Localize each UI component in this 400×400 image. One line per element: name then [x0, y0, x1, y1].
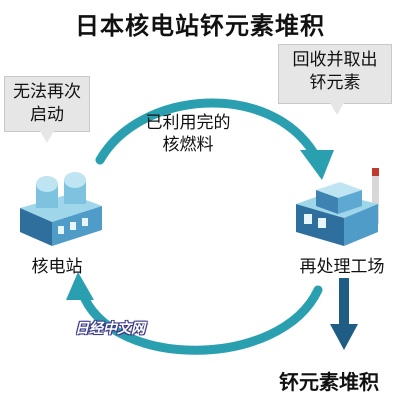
callout-left-tail	[40, 131, 54, 143]
callout-left-line-2: 启动	[30, 105, 64, 125]
spent-fuel-label: 已利用完的 核燃料	[128, 112, 248, 156]
spent-fuel-label-line-1: 已利用完的	[145, 113, 231, 133]
reprocessing-plant-icon	[296, 168, 379, 246]
callout-left-line-1: 无法再次	[13, 82, 81, 102]
arrow-to-plant	[77, 285, 323, 355]
nuclear-plant-icon	[20, 172, 102, 246]
arrow-to-stockpile-shaft	[339, 278, 349, 326]
arrow-to-stockpile-head	[330, 324, 358, 350]
spent-fuel-label-line-2: 核燃料	[162, 135, 214, 155]
plutonium-stockpile-label: 钚元素堆积	[279, 370, 379, 394]
callout-right-line-2: 钚元素	[309, 73, 361, 93]
nuclear-plant-label: 核电站	[31, 257, 83, 277]
watermark: 日经中文网	[75, 321, 145, 337]
diagram-title: 日本核电站钚元素堆积	[75, 12, 325, 40]
callout-cannot-restart: 无法再次 启动	[4, 76, 90, 132]
arrow-to-reprocessing	[95, 98, 320, 165]
callout-recover-plutonium: 回收并取出 钚元素	[278, 44, 392, 104]
callout-right-line-1: 回收并取出	[292, 50, 378, 70]
arrow-to-reprocessing-head	[300, 150, 334, 180]
callout-right-tail	[330, 103, 344, 115]
arrow-to-plant-head	[66, 272, 94, 300]
reprocessing-plant-label: 再处理工场	[299, 257, 385, 277]
